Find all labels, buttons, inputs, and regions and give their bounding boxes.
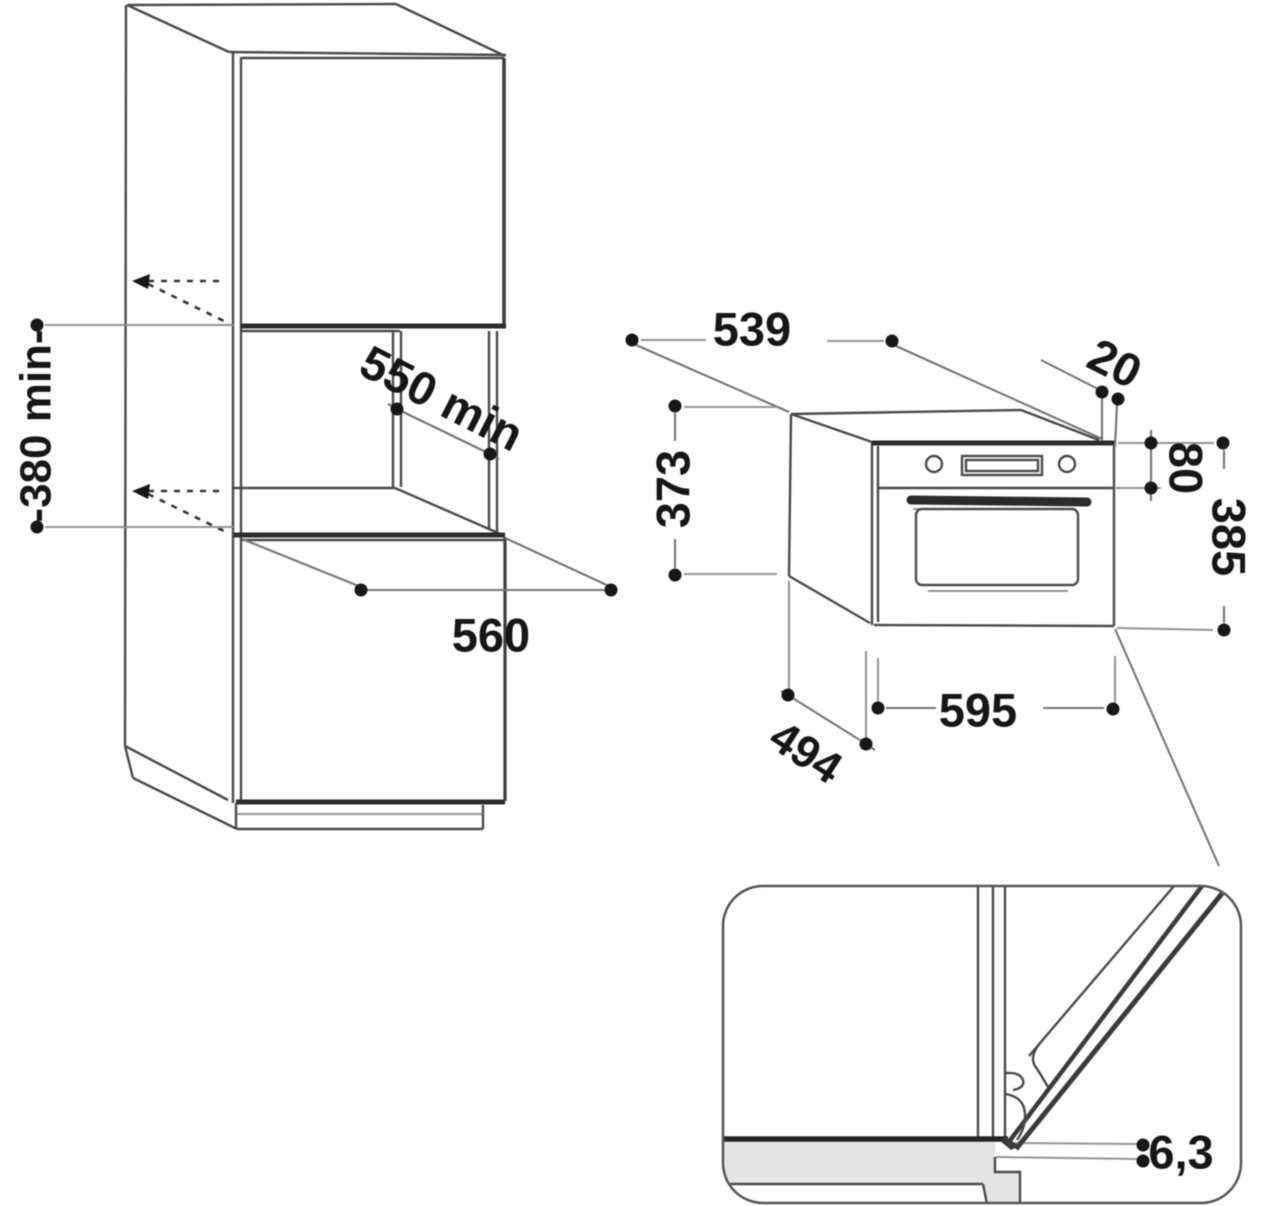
svg-text:373: 373: [647, 450, 700, 528]
svg-text:595: 595: [939, 684, 1017, 737]
svg-text:539: 539: [713, 303, 791, 356]
svg-text:560: 560: [452, 609, 530, 662]
svg-text:6,3: 6,3: [1148, 1126, 1213, 1179]
svg-text:385: 385: [1203, 498, 1256, 576]
svg-text:-380 min-: -380 min-: [12, 329, 61, 522]
svg-text:80: 80: [1160, 442, 1213, 494]
